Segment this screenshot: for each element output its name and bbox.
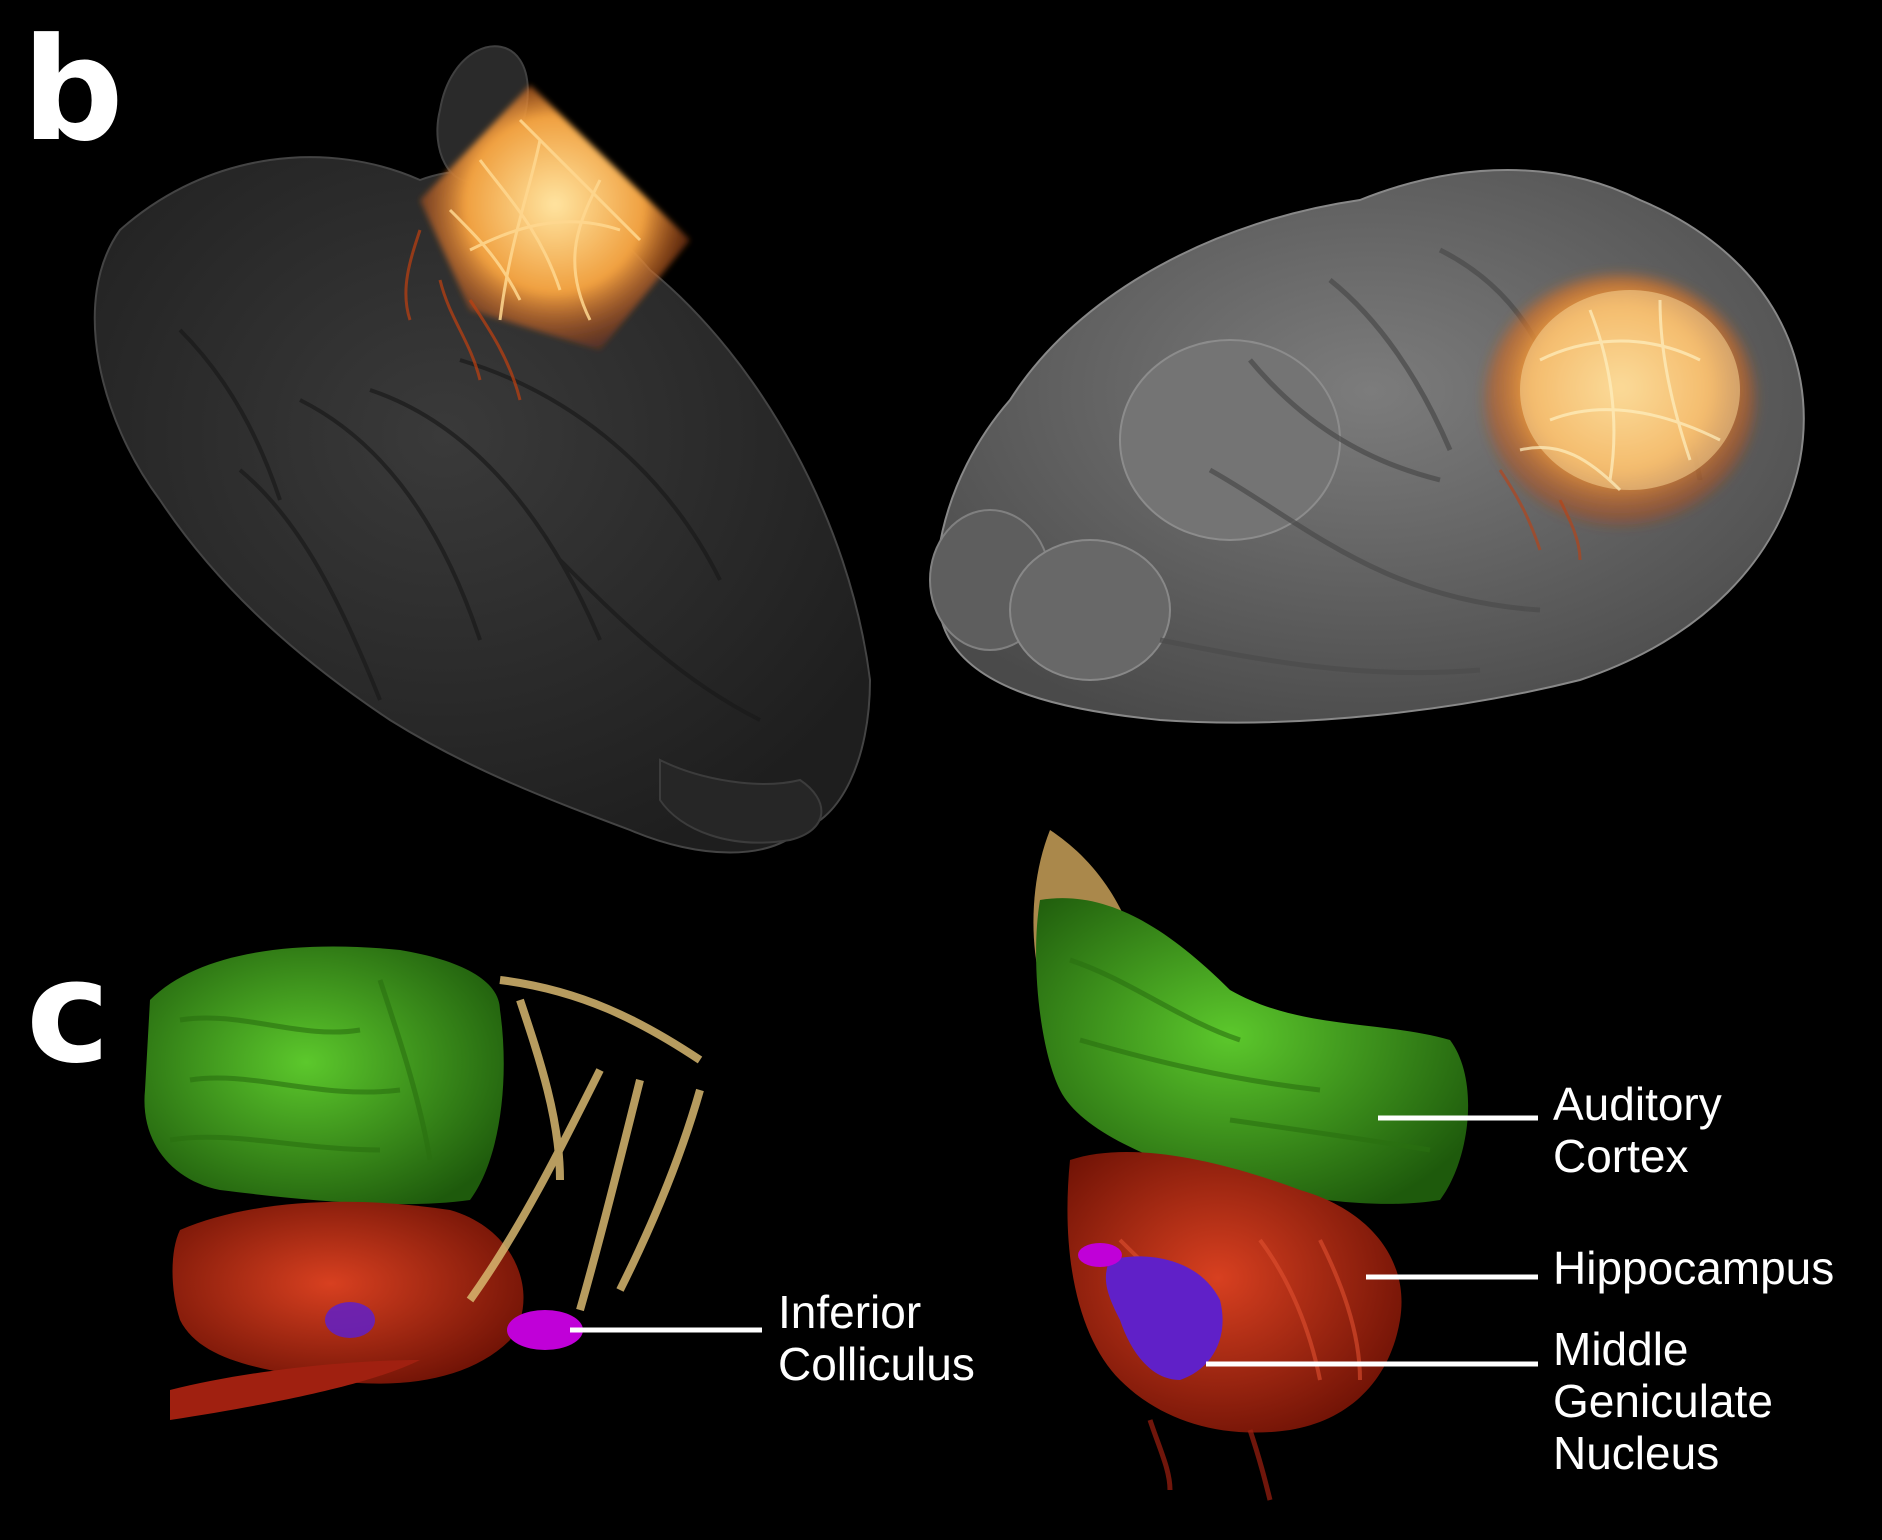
label-auditory-cortex: Auditory Cortex <box>1553 1078 1722 1182</box>
dark-brain-render <box>93 45 872 854</box>
label-hippocampus: Hippocampus <box>1553 1242 1834 1294</box>
left-auditory-cortex-volume <box>144 946 504 1205</box>
label-auditory-cortex-line1: Auditory <box>1553 1078 1722 1130</box>
label-middle-geniculate-nucleus: Middle Geniculate Nucleus <box>1553 1323 1773 1479</box>
label-inferior-colliculus: Inferior Colliculus <box>778 1286 975 1390</box>
label-inferior-colliculus-line1: Inferior <box>778 1286 922 1338</box>
right-mgn-volume <box>1105 1256 1223 1380</box>
right-volume-render <box>1033 830 1469 1501</box>
light-brain-lobe-c <box>1119 339 1341 541</box>
right-auditory-cortex-volume <box>1036 898 1469 1204</box>
dark-brain-cerebellum <box>659 758 823 844</box>
light-brain-vessels <box>1485 275 1755 561</box>
label-inferior-colliculus-line2: Colliculus <box>778 1338 975 1390</box>
light-brain-lobe-b <box>1009 539 1171 681</box>
left-mgn-volume <box>325 1302 375 1338</box>
left-inferior-colliculus-volume <box>507 1310 583 1350</box>
right-inferior-colliculus-volume <box>1078 1243 1122 1267</box>
left-hippocampus-tail <box>170 1360 420 1420</box>
left-hippocampus-volume <box>172 1201 524 1384</box>
panel-letter-b: b <box>22 8 124 173</box>
label-mgn-line2: Geniculate <box>1553 1375 1773 1427</box>
panel-letter-c: c <box>26 930 111 1095</box>
left-vessels-tan <box>466 976 704 1312</box>
dark-brain-vessels <box>404 85 690 401</box>
label-hippocampus-line1: Hippocampus <box>1553 1242 1835 1294</box>
left-volume-render <box>144 946 704 1420</box>
label-auditory-cortex-line2: Cortex <box>1553 1130 1689 1182</box>
label-mgn-line1: Middle <box>1553 1323 1689 1375</box>
label-mgn-line3: Nucleus <box>1553 1427 1720 1479</box>
